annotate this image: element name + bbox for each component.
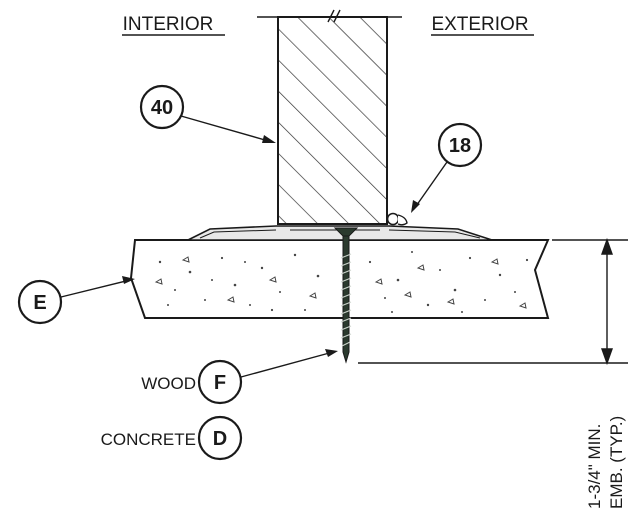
callout-40-label: 40 (151, 97, 173, 119)
callout-e: E (17, 276, 135, 325)
callout-18: 18 (411, 122, 483, 213)
embedment-label-line1: 1-3/4" MIN. (585, 424, 604, 509)
callout-40: 40 (139, 84, 276, 143)
callout-18-label: 18 (449, 135, 471, 157)
anchor-screw (333, 227, 359, 364)
embedment-dimension (358, 237, 628, 366)
exterior-header: EXTERIOR (431, 14, 528, 35)
embedment-label-line2: EMB. (TYP.) (607, 416, 626, 509)
callout-d-label: D (213, 428, 227, 450)
callout-d: CONCRETE D (101, 415, 243, 461)
interior-header: INTERIOR (123, 14, 214, 35)
door-bottom-seal (386, 212, 408, 226)
wood-label: WOOD (141, 374, 196, 393)
concrete-label: CONCRETE (101, 430, 196, 449)
concrete-substrate (129, 239, 550, 319)
callout-f: WOOD F (141, 349, 338, 405)
door-slab (277, 16, 388, 225)
callout-f-label: F (214, 372, 226, 394)
callout-e-label: E (33, 292, 46, 314)
